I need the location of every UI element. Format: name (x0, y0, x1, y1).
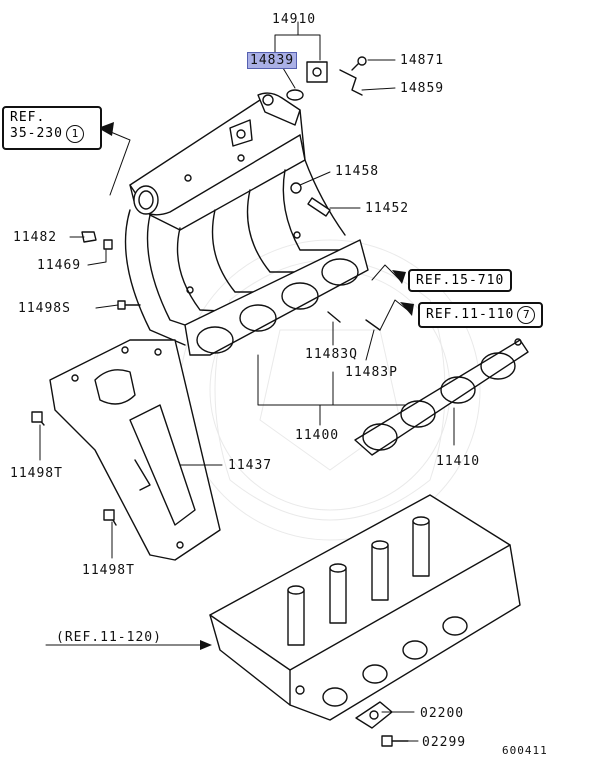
label-11410: 11410 (436, 454, 481, 469)
small-parts (31, 56, 409, 747)
label-11498s: 11498S (18, 301, 71, 316)
intake-manifold-11400 (124, 92, 369, 356)
ref-arrows (98, 122, 414, 650)
label-11498t-lower: 11498T (82, 563, 135, 578)
label-14839: 14839 (247, 52, 298, 69)
label-02299: 02299 (422, 735, 467, 750)
label-11437: 11437 (228, 458, 273, 473)
label-11400: 11400 (295, 428, 340, 443)
manifold-stay-11437 (49, 339, 221, 561)
ref-11-110-circle: 7 (517, 306, 536, 324)
label-11498t-left: 11498T (10, 466, 63, 481)
label-11482: 11482 (13, 230, 58, 245)
leader-lines (39, 21, 455, 742)
diagram-code: 600411 (502, 744, 548, 757)
label-14859: 14859 (400, 81, 445, 96)
ref-label-11-120: (REF.11-120) (56, 630, 162, 645)
label-02200: 02200 (420, 706, 465, 721)
label-14871: 14871 (400, 53, 445, 68)
label-11483p: 11483P (345, 365, 398, 380)
label-11483q: 11483Q (305, 347, 358, 362)
ref-35-230-line1: REF. (10, 110, 46, 125)
ref-35-230-circle: 1 (65, 125, 84, 143)
label-11458: 11458 (335, 164, 380, 179)
label-11469: 11469 (37, 258, 82, 273)
ref-box-15-710: REF.15-710 (408, 269, 513, 292)
label-14910: 14910 (272, 12, 317, 27)
gasket-11410 (354, 338, 529, 456)
cylinder-head (209, 494, 521, 721)
label-11452: 11452 (365, 201, 410, 216)
